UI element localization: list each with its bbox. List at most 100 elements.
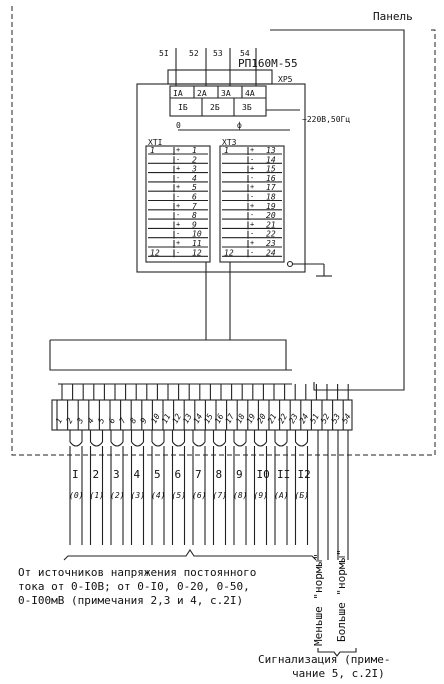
- strip-terminal-number: 51: [308, 412, 321, 425]
- strip-terminal-number: 2: [65, 416, 75, 425]
- xt3-terminal-number: 13: [266, 146, 276, 155]
- channel-junction: [295, 441, 308, 447]
- channel-junction: [69, 441, 83, 447]
- xt1-terminal-number: 9: [192, 220, 197, 229]
- source-note-line-2: тока от 0-I0В; от 0-I0, 0-20, 0-50,: [18, 580, 250, 593]
- xt1-terminal-number: 4: [192, 174, 197, 183]
- channel-number: 3: [113, 468, 120, 481]
- channel-code: (4): [151, 491, 165, 500]
- xt1-terminal-number: 7: [192, 202, 197, 211]
- xt3-sign: +: [250, 146, 254, 154]
- strip-frame: [51, 399, 353, 431]
- channel-number: II: [277, 468, 290, 481]
- channel-junction: [90, 441, 103, 447]
- relay-pin-51: 5I: [159, 49, 169, 58]
- contact-3a: 3A: [221, 89, 231, 98]
- contact-3b: 3Б: [242, 103, 252, 112]
- channel-code: (2): [110, 491, 124, 500]
- source-note-line-1: От источников напряжения постоянного: [18, 566, 256, 579]
- contact-2a: 2A: [197, 89, 207, 98]
- xt1-terminal-number: 2: [192, 155, 197, 164]
- xt1-left-number: 12: [150, 248, 160, 257]
- xt1-sign: +: [176, 239, 180, 247]
- xt1-terminal-number: 12: [192, 248, 202, 257]
- signal-labels: Меньше "нормы" Больше "нормы" Сигнализац…: [258, 549, 390, 680]
- xt1-terminal-number: 5: [192, 183, 197, 192]
- relay-connector-label: ХР5: [278, 75, 293, 84]
- xt3-sign: -: [250, 211, 254, 219]
- xt3-sign: -: [250, 193, 254, 201]
- strip-terminal-number: 3: [75, 416, 86, 426]
- strip-terminal-number: 20: [255, 412, 268, 425]
- xt3-sign: -: [250, 248, 254, 256]
- relay-body: [136, 83, 306, 273]
- strip-terminal-number: 15: [202, 412, 215, 425]
- xt3-terminal-number: 21: [266, 220, 276, 229]
- channel-number: I0: [257, 468, 270, 481]
- terminal-block-xt3: ХТ3 +131-14+15-16+17-18+19-20+21-22+23-2…: [219, 138, 285, 263]
- strip-terminal-number: 6: [107, 416, 117, 425]
- strip-terminal-number: 10: [149, 412, 162, 425]
- channel-junction: [213, 441, 226, 447]
- xt3-sign: +: [250, 165, 254, 173]
- xt1-terminal-number: 1: [192, 146, 197, 155]
- strip-terminal-number: 16: [213, 412, 226, 425]
- strip-terminal-number: 13: [181, 412, 194, 425]
- strip-terminal-number: 4: [86, 416, 96, 425]
- strip-terminal-number: 24: [298, 412, 311, 425]
- relay-model-label: РП160М-55: [238, 57, 298, 70]
- bundle-lower-loop: [49, 340, 292, 371]
- channel-number: 2: [93, 468, 100, 481]
- contact-1b: IБ: [178, 103, 188, 112]
- xt1-sign: -: [176, 230, 180, 238]
- source-note: От источников напряжения постоянного ток…: [18, 549, 317, 607]
- relay-unit: РП160М-55 ХР5 5I 52 53 54 IA 2A 3A 4A IБ…: [136, 48, 350, 277]
- strip-terminal-number: 54: [340, 412, 353, 425]
- signal-note-line-1: Сигнализация (приме-: [258, 653, 390, 666]
- channel-number: I: [72, 468, 79, 481]
- signal-brace: [317, 648, 357, 657]
- channel-junction: [192, 441, 206, 447]
- xt1-frame: [145, 145, 211, 263]
- xt1-sign: +: [176, 146, 180, 154]
- xt1-terminal-number: 10: [192, 230, 202, 239]
- strip-terminal-number: 8: [128, 416, 138, 425]
- source-brace: [63, 549, 317, 561]
- xt1-sign: -: [176, 155, 180, 163]
- xt3-terminal-number: 15: [266, 165, 276, 174]
- strip-terminal-number: 5: [96, 416, 106, 425]
- xt1-sign: -: [176, 211, 180, 219]
- channel-code: (1): [90, 491, 104, 500]
- strip-terminal-number: 1: [54, 416, 64, 425]
- channel-junction: [274, 441, 288, 447]
- channel-number: 7: [195, 468, 202, 481]
- strip-terminal-number: 22: [277, 412, 290, 425]
- channel-wiring: I(0)2(1)3(2)4(3)5(4)6(5)7(6)8(7)9(8)I0(9…: [69, 430, 349, 560]
- contact-2b: 2Б: [210, 103, 220, 112]
- more-norm-label: Больше "нормы": [335, 549, 348, 642]
- xt1-sign: +: [176, 183, 180, 191]
- relay-pin-54: 54: [240, 49, 250, 58]
- strip-terminal-number: 17: [224, 412, 237, 425]
- channel-code: (5): [172, 491, 186, 500]
- bundle-horizontal: [50, 339, 287, 370]
- xt1-terminal-number: 3: [191, 165, 197, 174]
- signal-return-line: [270, 29, 405, 391]
- relay-pin-52: 52: [189, 49, 199, 58]
- xt3-terminal-number: 24: [266, 248, 276, 257]
- xt3-sign: +: [250, 239, 254, 247]
- relay-symbol-phi: ф: [237, 121, 242, 130]
- xt3-sign: -: [250, 174, 254, 182]
- xt3-terminal-number: 19: [266, 202, 276, 211]
- xt3-terminal-number: 16: [266, 174, 276, 183]
- channel-code: (A): [274, 491, 288, 500]
- less-norm-label: Меньше "нормы": [312, 553, 325, 646]
- channel-junction: [110, 441, 124, 447]
- channel-junction: [233, 441, 247, 447]
- relay-symbol-zero: 0: [176, 121, 181, 130]
- panel-boundary: [11, 6, 436, 456]
- xt1-terminal-number: 11: [192, 239, 202, 248]
- channel-number: I2: [298, 468, 311, 481]
